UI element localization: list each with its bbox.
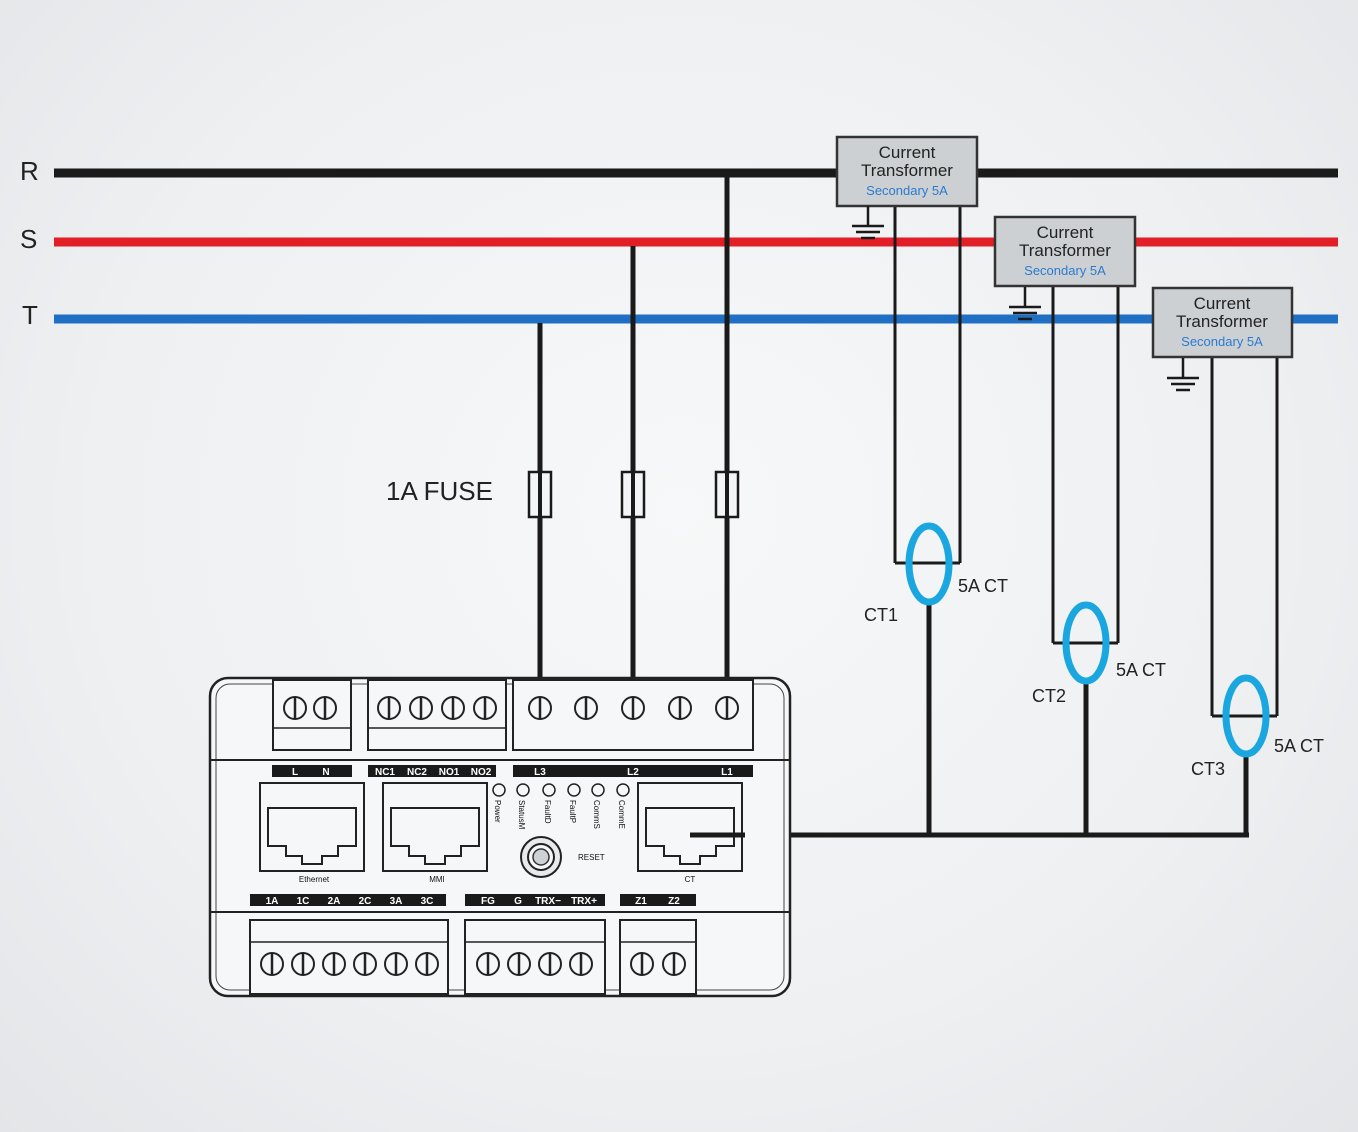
- ct1-ring: [905, 522, 953, 606]
- monitoring-device: L N NC1 NC2 NO1 NO2 L3 L2 L1 Ethernet MM…: [208, 676, 792, 998]
- ct1-title-line1: Current: [879, 143, 936, 162]
- ground-icon: [852, 206, 884, 240]
- led-statusm-icon: [516, 783, 530, 797]
- label-strip-power: [272, 765, 352, 777]
- label-strip-ct-inputs: [250, 894, 446, 906]
- label-NC2: NC2: [407, 767, 427, 778]
- ethernet-label: Ethernet: [299, 875, 330, 884]
- terminal-block-ct-inputs: [249, 919, 449, 995]
- led-label-faultd: FaultD: [543, 800, 552, 824]
- label-strip-zone: [620, 894, 696, 906]
- ct1-title-line2: Transformer: [861, 161, 953, 180]
- phase-t-label: T: [22, 300, 38, 330]
- led-comme-icon: [616, 783, 630, 797]
- status-leds: [492, 783, 630, 797]
- phase-s-label: S: [20, 224, 37, 254]
- current-transformer-1: Current Transformer Secondary 5A: [835, 135, 979, 565]
- led-label-statusm: StatusM: [517, 800, 526, 830]
- led-faultd-icon: [542, 783, 556, 797]
- ct3-name: CT3: [1191, 759, 1225, 779]
- led-label-faultp: FaultP: [568, 800, 577, 823]
- label-strip-comm: [465, 894, 605, 906]
- label-L: L: [292, 767, 298, 778]
- label-NO1: NO1: [439, 767, 460, 778]
- reset-button[interactable]: [520, 836, 562, 878]
- phase-r-label: R: [20, 156, 39, 186]
- led-power-icon: [492, 783, 506, 797]
- ct2-title-line2: Transformer: [1019, 241, 1111, 260]
- fuse-label: 1A FUSE: [386, 476, 493, 506]
- ct1-secondary: Secondary 5A: [866, 183, 948, 198]
- terminal-block-voltage: [512, 679, 754, 751]
- label-1A: 1A: [266, 896, 279, 907]
- current-transformer-3: Current Transformer Secondary 5A: [1151, 286, 1294, 718]
- led-label-comms: CommS: [592, 800, 601, 829]
- label-2C: 2C: [359, 896, 372, 907]
- mmi-label: MMI: [429, 875, 445, 884]
- ct2-rating: 5A CT: [1116, 660, 1166, 680]
- label-Z1: Z1: [635, 896, 647, 907]
- ct3-title-line2: Transformer: [1176, 312, 1268, 331]
- terminal-block-comm: [464, 919, 606, 995]
- ct3-secondary: Secondary 5A: [1181, 334, 1263, 349]
- label-TRX-plus: TRX+: [571, 896, 597, 907]
- ethernet-port[interactable]: [259, 782, 365, 872]
- ground-icon: [1009, 287, 1041, 321]
- label-TRX-minus: TRX−: [535, 896, 561, 907]
- led-comms-icon: [591, 783, 605, 797]
- ct-port[interactable]: [637, 782, 743, 872]
- label-1C: 1C: [297, 896, 310, 907]
- reset-label: RESET: [578, 853, 605, 862]
- label-NC1: NC1: [375, 767, 395, 778]
- ct2-title-line1: Current: [1037, 223, 1094, 242]
- ct2-secondary: Secondary 5A: [1024, 263, 1106, 278]
- ground-icon: [1167, 358, 1199, 392]
- label-2A: 2A: [328, 896, 341, 907]
- ct1-rating: 5A CT: [958, 576, 1008, 596]
- terminal-block-relay: [367, 679, 507, 751]
- ct1-name: CT1: [864, 605, 898, 625]
- terminal-block-zone: [619, 919, 697, 995]
- label-3C: 3C: [421, 896, 434, 907]
- label-strip-voltage: [513, 765, 753, 777]
- ct2-name: CT2: [1032, 686, 1066, 706]
- label-L2: L2: [627, 767, 639, 778]
- label-FG: FG: [481, 896, 495, 907]
- terminal-block-power: [272, 679, 352, 751]
- ct3-title-line1: Current: [1194, 294, 1251, 313]
- label-L3: L3: [534, 767, 546, 778]
- led-label-comme: CommE: [617, 800, 626, 829]
- label-N: N: [322, 767, 329, 778]
- ct-port-label: CT: [685, 875, 696, 884]
- current-transformer-2: Current Transformer Secondary 5A: [993, 215, 1137, 645]
- ct3-ring: [1222, 674, 1270, 758]
- mmi-port[interactable]: [382, 782, 488, 872]
- label-NO2: NO2: [471, 767, 492, 778]
- ct3-rating: 5A CT: [1274, 736, 1324, 756]
- label-G: G: [514, 896, 522, 907]
- led-faultp-icon: [567, 783, 581, 797]
- led-label-power: Power: [493, 800, 502, 823]
- label-Z2: Z2: [668, 896, 680, 907]
- label-3A: 3A: [390, 896, 403, 907]
- ct2-ring: [1062, 601, 1110, 685]
- label-L1: L1: [721, 767, 733, 778]
- label-strip-relay: [368, 765, 496, 777]
